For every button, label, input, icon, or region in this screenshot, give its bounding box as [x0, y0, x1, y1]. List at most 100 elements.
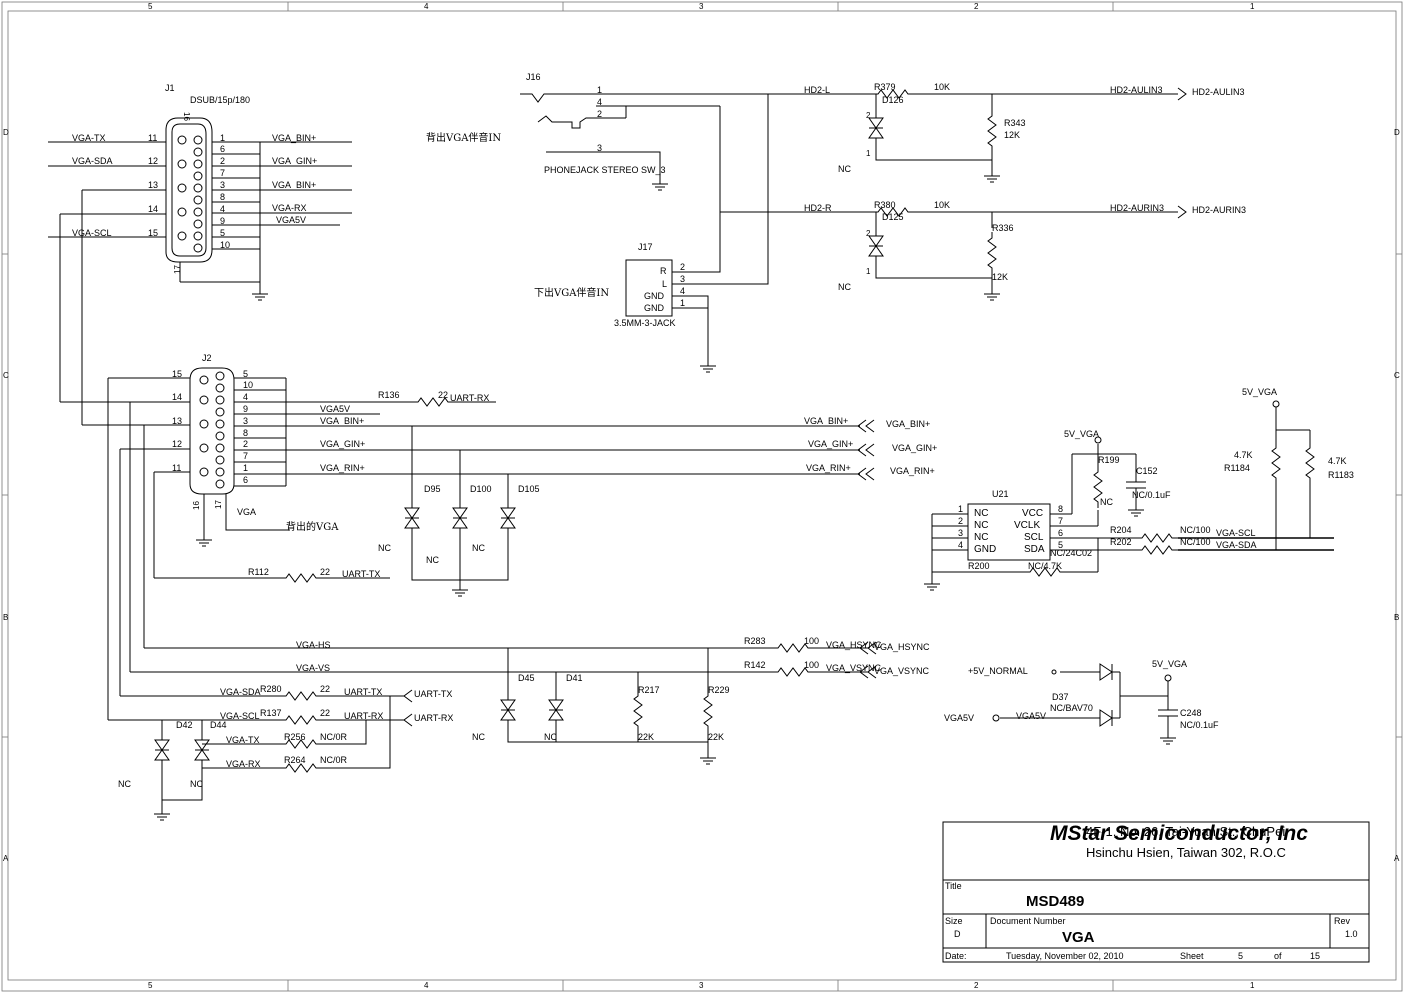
- j1-net-gin: VGA_GIN+: [272, 156, 317, 166]
- j16-pin-2: 2: [597, 109, 602, 119]
- d126-ref: D126: [882, 95, 904, 105]
- j1-net-bin-2: VGA_BIN+: [272, 180, 316, 190]
- pullup-rail: 5V_VGA: [1242, 387, 1277, 397]
- r1184-value: 4.7K: [1234, 450, 1253, 460]
- j17-pin-2: 2: [680, 262, 685, 272]
- u21-label-vclk: VCLK: [1014, 520, 1040, 531]
- j2-pin-3: 3: [243, 416, 248, 426]
- r229-ref: R229: [708, 685, 730, 695]
- zone-top-2: 2: [974, 2, 979, 11]
- d44-ref: D44: [210, 720, 227, 730]
- net-vga-sda-2: VGA-SDA: [220, 687, 261, 697]
- j2-pin-6: 6: [243, 475, 248, 485]
- net-hd2-r: HD2-R: [804, 203, 832, 213]
- sheet-total: 15: [1310, 951, 1320, 961]
- d45-nc: NC: [472, 732, 485, 742]
- j2-ref: J2: [202, 353, 212, 363]
- j1-pin-7: 7: [220, 168, 225, 178]
- note-back-audio: 背出VGA伴音IN: [426, 131, 501, 144]
- zone-bottom-5: 5: [148, 981, 153, 990]
- j1-pin-6: 6: [220, 144, 225, 154]
- u21-part: NC/24C02: [1050, 548, 1092, 558]
- d100-ref: D100: [470, 484, 492, 494]
- d126-nc: NC: [838, 164, 851, 174]
- j2-pin-14: 14: [172, 392, 182, 402]
- r379-value: 10K: [934, 82, 950, 92]
- r280-ref: R280: [260, 684, 282, 694]
- d95-nc: NC: [378, 543, 391, 553]
- zone-bottom-2: 2: [974, 981, 979, 990]
- net-5v-normal: +5V_NORMAL: [968, 666, 1028, 676]
- j1-pin-14: 14: [148, 204, 158, 214]
- u21-label-gnd: GND: [974, 544, 996, 555]
- rgb-net-rin: VGA_RIN+: [806, 463, 851, 473]
- j1-pin-15: 15: [148, 228, 158, 238]
- j2-pin-13: 13: [172, 416, 182, 426]
- net-vsync: VGA_VSYNC: [826, 663, 882, 673]
- j17-pin-1: 1: [680, 298, 685, 308]
- rev-label: Rev: [1334, 916, 1351, 926]
- r229-value: 22K: [708, 732, 724, 742]
- r204-ref: R204: [1110, 525, 1132, 535]
- u21-label-scl: SCL: [1024, 532, 1044, 543]
- j1-pin-10: 10: [220, 240, 230, 250]
- d125-ref: D125: [882, 212, 904, 222]
- uart-section: VGA-SDA VGA-SCL R280 R137 22 22 UART-TX …: [108, 684, 453, 821]
- d126-pin-1: 1: [866, 149, 871, 158]
- company-address-line1: 4F-1, No. 26, Tai-Yuan St., ChuPei: [1086, 824, 1285, 839]
- j17-label-gnd1: GND: [644, 291, 665, 301]
- port-uart-tx: UART-TX: [414, 689, 452, 699]
- r256-value: NC/0R: [320, 732, 348, 742]
- net-hd2-aulin3: HD2-AULIN3: [1110, 85, 1163, 95]
- r200-ref: R200: [968, 561, 990, 571]
- u21-pin-1: 1: [958, 504, 963, 514]
- j17-label-l: L: [662, 279, 667, 289]
- j16-part: PHONEJACK STEREO SW_3: [544, 165, 666, 175]
- port-vga-rin: VGA_RIN+: [890, 466, 935, 476]
- zone-right-d: D: [1394, 128, 1400, 137]
- r283-value: 100: [804, 636, 819, 646]
- r202-ref: R202: [1110, 537, 1132, 547]
- port-vga5v: VGA5V: [944, 713, 974, 723]
- d42-nc: NC: [118, 779, 131, 789]
- title-label: Title: [945, 881, 962, 891]
- zone-left-b: B: [3, 613, 8, 622]
- r136-ref: R136: [378, 390, 400, 400]
- j1-net-vga-rx: VGA-RX: [272, 203, 307, 213]
- r112-value: 22: [320, 567, 330, 577]
- rgb-net-bin: VGA_BIN+: [804, 416, 848, 426]
- c152-ref: C152: [1136, 466, 1158, 476]
- r142-ref: R142: [744, 660, 766, 670]
- connector-j17: J17 R L GND GND 2 3 4 1 3.5MM-3-JACK: [614, 94, 769, 373]
- j17-label-gnd2: GND: [644, 303, 665, 313]
- j2-pin-1: 1: [243, 463, 248, 473]
- sheet-value: 5: [1238, 951, 1243, 961]
- u21-pin-8: 8: [1058, 504, 1063, 514]
- j1-pin-4: 4: [220, 204, 225, 214]
- j2-pin-5: 5: [243, 369, 248, 379]
- j1-part: DSUB/15p/180: [190, 95, 250, 105]
- zone-bottom-4: 4: [424, 981, 429, 990]
- j1-mount-16: 16: [182, 112, 191, 121]
- j2-net-vga5v: VGA5V: [320, 404, 350, 414]
- j2-pin-16: 16: [192, 501, 201, 510]
- zone-left-d: D: [3, 128, 9, 137]
- d105-ref: D105: [518, 484, 540, 494]
- zone-right-b: B: [1394, 613, 1399, 622]
- j2-pin-7: 7: [243, 451, 248, 461]
- u21-label-vcc: VCC: [1022, 508, 1043, 519]
- company-address: Hsinchu Hsien, Taiwan 302, R.O.C: [1086, 845, 1286, 860]
- d41-ref: D41: [566, 673, 583, 683]
- u21-pin-7: 7: [1058, 516, 1063, 526]
- connector-j1: J1 DSUB/15p/180 16 17 11 12 13 14 15: [48, 83, 352, 301]
- r380-ref: R380: [874, 200, 896, 210]
- port-hd2-aurin3: HD2-AURIN3: [1192, 205, 1246, 215]
- zone-top-1: 1: [1250, 2, 1255, 11]
- j2-pin-10: 10: [243, 380, 253, 390]
- net-vga5v: VGA5V: [1016, 711, 1046, 721]
- j1-pin-8: 8: [220, 192, 225, 202]
- u21-pin-6: 6: [1058, 528, 1063, 538]
- j1-pin-9: 9: [220, 216, 225, 226]
- r1183-value: 4.7K: [1328, 456, 1347, 466]
- j2-net-rin: VGA_RIN+: [320, 463, 365, 473]
